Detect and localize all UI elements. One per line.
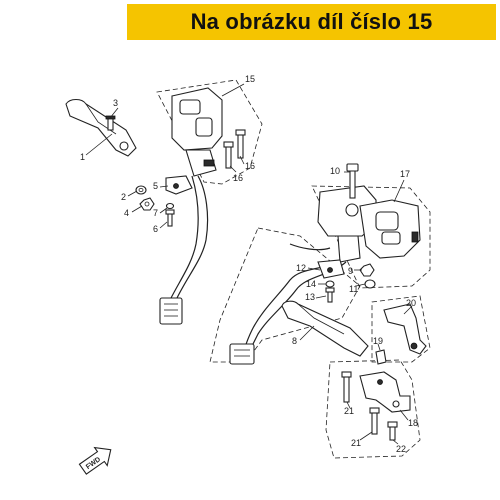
callout-2: 2 bbox=[121, 192, 126, 202]
leader-lines bbox=[85, 83, 413, 445]
callout-18: 18 bbox=[408, 418, 418, 428]
lever-outline-20 bbox=[371, 295, 431, 363]
left-connector bbox=[159, 297, 183, 325]
bracket-18 bbox=[359, 371, 411, 413]
callout-22: 22 bbox=[396, 444, 406, 454]
screw-13 bbox=[325, 287, 335, 303]
screw-21a bbox=[341, 371, 352, 403]
callout-9: 9 bbox=[348, 266, 353, 276]
callout-19: 19 bbox=[373, 336, 383, 346]
callout-12: 12 bbox=[296, 263, 306, 273]
right-connector bbox=[229, 343, 255, 365]
right-switch-cable bbox=[243, 261, 341, 351]
part-number-banner: Na obrázku díl číslo 15 bbox=[127, 4, 496, 40]
callout-3: 3 bbox=[113, 98, 118, 108]
bracket-outline bbox=[325, 359, 421, 459]
assembly-outline-17 bbox=[311, 185, 431, 289]
callout-21b: 21 bbox=[351, 438, 361, 448]
washer-7 bbox=[165, 202, 175, 210]
callout-11: 11 bbox=[349, 284, 358, 294]
callout-7: 7 bbox=[153, 208, 158, 218]
lever-20 bbox=[383, 303, 427, 355]
callout-labels: 1 2 3 4 5 6 7 8 9 10 11 12 13 14 15 16 1… bbox=[80, 74, 418, 454]
callout-20: 20 bbox=[406, 298, 416, 308]
clutch-switch-5 bbox=[165, 175, 193, 195]
callout-16a: 16 bbox=[245, 161, 255, 171]
harness-outline bbox=[209, 227, 361, 363]
callout-16b: 16 bbox=[233, 173, 243, 183]
brake-switch-12 bbox=[317, 259, 345, 279]
right-lever bbox=[281, 300, 369, 357]
callout-6: 6 bbox=[153, 224, 158, 234]
collar-2 bbox=[135, 185, 147, 195]
callout-8: 8 bbox=[292, 336, 297, 346]
screw-16a bbox=[235, 129, 246, 159]
left-switch-housing bbox=[171, 87, 223, 177]
callout-14: 14 bbox=[306, 279, 316, 289]
bolt-10 bbox=[346, 163, 359, 199]
callout-13: 13 bbox=[305, 292, 315, 302]
banner-title: Na obrázku díl číslo 15 bbox=[190, 9, 433, 34]
callout-17: 17 bbox=[400, 169, 410, 179]
nut-4 bbox=[139, 197, 155, 211]
right-switch-housing bbox=[317, 185, 421, 263]
screw-16b bbox=[223, 141, 234, 169]
nut-9 bbox=[359, 263, 375, 277]
assembly-outline-15 bbox=[156, 79, 263, 185]
left-switch-cable bbox=[175, 175, 209, 301]
callout-4: 4 bbox=[124, 208, 129, 218]
screw-21b bbox=[369, 407, 380, 435]
callout-15: 15 bbox=[245, 74, 255, 84]
pin-19 bbox=[375, 349, 387, 365]
callout-5: 5 bbox=[153, 181, 158, 191]
fwd-arrow-icon: FWD bbox=[78, 446, 112, 475]
screw-6 bbox=[165, 209, 175, 227]
screw-22 bbox=[387, 421, 398, 441]
left-lever bbox=[65, 98, 137, 157]
callout-21a: 21 bbox=[344, 406, 354, 416]
washer-14 bbox=[325, 280, 335, 288]
callout-1: 1 bbox=[80, 152, 85, 162]
callout-10: 10 bbox=[330, 166, 340, 176]
collar-11 bbox=[364, 279, 376, 289]
